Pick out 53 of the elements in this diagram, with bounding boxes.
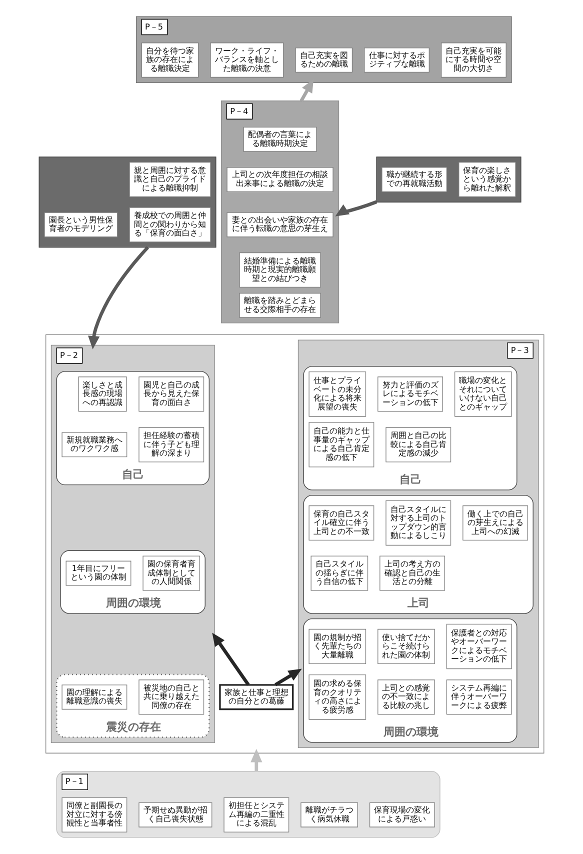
node-box: 園の保育者育成体制としての人間関係 xyxy=(142,556,200,591)
node-box: 自己スタイルに対する上司のトップダウン的言動によるしこり xyxy=(386,500,452,546)
node-box: 初担任とシステム再編の二重性による混乱 xyxy=(224,797,290,832)
cluster xyxy=(376,156,522,202)
node-box: 保育の楽しさという感覚から離れた解釈 xyxy=(458,162,516,198)
node-box: 園の理解による離職意識の喪失 xyxy=(62,684,128,710)
node-box: 配偶者の言葉による離職時期決定 xyxy=(243,126,317,152)
node-box: 仕事に対するポジティブな離職 xyxy=(364,48,430,73)
node-box: 担任経験の蓄積に伴う子ども理解の深まり xyxy=(138,427,204,462)
arrow xyxy=(212,632,250,686)
node-box: 新規就職業務へのワクワク感 xyxy=(62,432,128,458)
node-box: 被災地の自己と共に乗り越えた同僚の存在 xyxy=(138,680,204,715)
node-box: 仕事とプライベートの未分化による将来展望の喪失 xyxy=(308,371,366,417)
node-box: 園の求める保育のクオリティの高さによる疲労感 xyxy=(308,674,366,720)
node-box: 上司との感覚の不一致による比較の兆し xyxy=(378,680,435,715)
node-box: 自己の能力と仕事量のギャップによる自己肯定感の低下 xyxy=(308,422,374,468)
node-box: 結婚準備による離職時期と現実的離職願望との結びつき xyxy=(239,252,321,288)
arrow xyxy=(274,668,302,686)
arrow xyxy=(250,748,262,772)
node-box: 自己充実を可能にする時間や空間の大切さ xyxy=(440,42,506,78)
cluster xyxy=(38,156,216,248)
node-box: 楽しさと成長感の現場への再認識 xyxy=(78,376,127,412)
node-box: 自己充実を図るための離職 xyxy=(295,48,353,73)
node-box: 園の規制が招く先輩たちの大量離職 xyxy=(308,628,366,664)
node-box: ワーク・ライフ・バランスを軸とした離職の決意 xyxy=(210,42,284,78)
node-box: 離職がチラつく病気休職 xyxy=(300,802,358,828)
node-box: 自分を待つ家族の存在による離職決定 xyxy=(141,42,199,78)
node-box: 上司との次年度担任の相談出来事による離職の決定 xyxy=(226,167,334,192)
node-box: 上司の考え方の確認と自己の生活との分離 xyxy=(380,556,446,591)
node-box: 保護者との対応やオーバーワークによるモチベーションの低下 xyxy=(446,624,512,670)
node-box: 家族と仕事と理想の自分との葛藤 xyxy=(219,684,294,710)
node-box: 職場の変化とそれについていけない自己とのギャップ xyxy=(454,371,512,417)
node-box: 離職を踏みとどまらせる交際相手の存在 xyxy=(239,292,321,318)
node-box: 働く上での自己の芽生えによる上司への幻滅 xyxy=(462,505,528,541)
node-box: 1年目にフリーという園の体制 xyxy=(66,560,132,586)
node-box: 保育現場の変化による戸惑い xyxy=(369,802,435,828)
node-box: 自己スタイルの揺らぎに伴う自信の低下 xyxy=(310,556,368,591)
node-box: 園児と自己の成長から見えた保育の面白さ xyxy=(138,376,204,412)
node-box: 養成校での周囲と仲間との関わりから知る「保育の面白さ」 xyxy=(129,207,211,242)
arrow xyxy=(300,79,314,102)
node-box: 園長という男性保育者のモデリング xyxy=(44,212,118,238)
node-box: 職が継続する形での再就職活動 xyxy=(382,167,448,192)
node-box: 親と周囲に対する意識と自己のプライドによる離職抑制 xyxy=(129,162,211,198)
node-box: 同僚と副園長の対立に対する傍観性と当事者性 xyxy=(62,797,128,832)
node-box: 使い捨てだからこそ続けられた園の体制 xyxy=(378,628,435,664)
arrow xyxy=(88,246,150,350)
node-box: 周囲と自己の比較による自己肯定感の減少 xyxy=(386,427,452,462)
node-box: 予期せぬ異動が招く自己喪失状態 xyxy=(138,802,212,828)
node-box: 妻との出会いや家族の存在に伴う転職の意思の芽生え xyxy=(226,212,334,238)
node-box: 保育の自己スタイル確立に伴う上司との不一致 xyxy=(308,505,374,541)
node-box: システム再編に伴うオーバーワークによる疲弊 xyxy=(446,680,512,715)
arrow xyxy=(335,200,378,216)
node-box: 努力と評価のズレによるモチベーションの低下 xyxy=(378,376,443,412)
